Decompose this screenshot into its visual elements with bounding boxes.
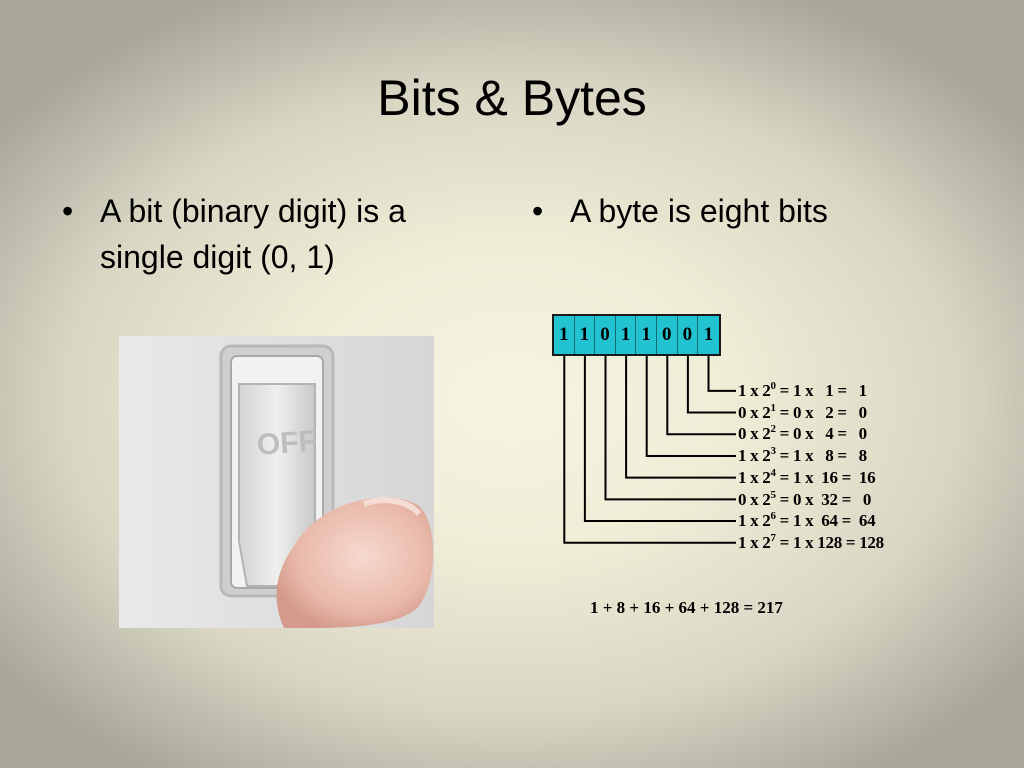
bit-cell: 1: [575, 316, 596, 354]
bit-cell: 1: [703, 324, 714, 345]
light-switch-illustration: OFF: [119, 336, 434, 628]
bullet-dot: •: [532, 193, 544, 229]
bit-value-row: 1 x 24 = 1 x 16 = 16: [738, 466, 876, 487]
bit-value-row: 0 x 22 = 0 x 4 = 0: [738, 423, 867, 444]
bit-cell: 1: [554, 316, 575, 354]
switch-off-label: OFF: [256, 425, 318, 462]
bullet-bit-definition: • A bit (binary digit) is a single digit…: [62, 188, 482, 280]
bit-connector-line: [686, 356, 736, 414]
bit-connector-line: [563, 356, 736, 544]
bit-connector-line: [666, 356, 736, 436]
bit-connector-lines: [563, 356, 736, 544]
bit-connector-line: [707, 356, 736, 392]
bit-value-row: 0 x 25 = 0 x 32 = 0: [738, 488, 872, 509]
binary-sum-equation: 1 + 8 + 16 + 64 + 128 = 217: [590, 598, 783, 617]
bit-value-row: 1 x 20 = 1 x 1 = 1: [738, 380, 867, 400]
bit-cell: 1: [636, 316, 657, 354]
bit-value-row: 0 x 21 = 0 x 2 = 0: [738, 401, 867, 422]
bullet-dot: •: [62, 193, 74, 229]
bullet-byte-definition: • A byte is eight bits: [532, 188, 992, 234]
light-switch-photo: OFF: [119, 336, 434, 628]
bit-value-row: 1 x 23 = 1 x 8 = 8: [738, 445, 867, 466]
bullet-text: A byte is eight bits: [570, 193, 828, 229]
bit-value-row: 1 x 26 = 1 x 64 = 64: [738, 510, 876, 531]
bit-cell: 0: [657, 316, 678, 354]
bit-connector-line: [604, 356, 736, 501]
bullet-text: A bit (binary digit) is a single digit (…: [100, 193, 406, 275]
bit-connector-line: [625, 356, 736, 479]
bit-value-row: 1 x 27 = 1 x 128 = 128: [738, 531, 884, 552]
bit-cell: 0: [678, 316, 699, 354]
bit-cell: 0: [595, 316, 616, 354]
bit-cell: 1: [616, 316, 637, 354]
bit-connector-line: [583, 356, 736, 523]
bit-connector-line: [645, 356, 736, 457]
slide-title: Bits & Bytes: [377, 70, 647, 126]
